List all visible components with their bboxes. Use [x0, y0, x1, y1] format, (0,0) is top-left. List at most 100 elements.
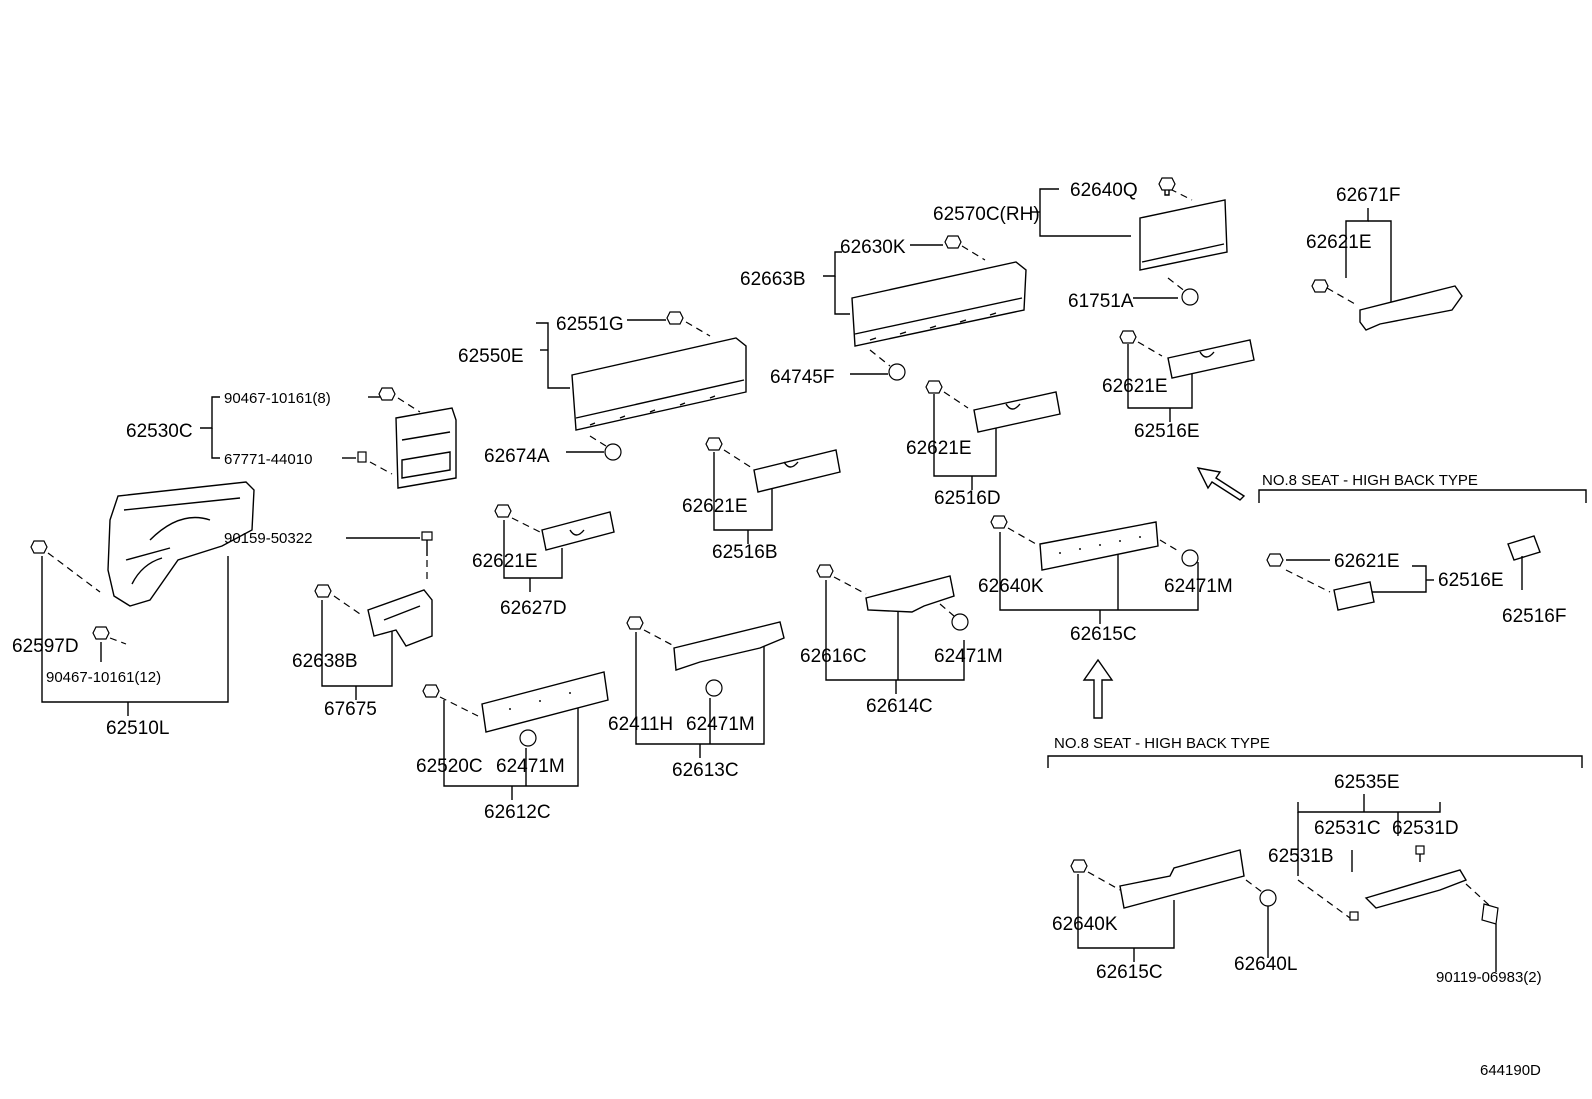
label-67675: 67675 [324, 699, 377, 720]
panel-62612C [481, 671, 609, 733]
panel-62530C [395, 407, 457, 489]
label-62621E: 62621E [906, 438, 972, 459]
trim-62627D [541, 511, 615, 551]
label-62516B: 62516B [712, 542, 778, 563]
panel-62663B [851, 261, 1027, 347]
label-62621E: 62621E [1102, 376, 1168, 397]
label-62671F: 62671F [1336, 185, 1400, 206]
group-62550E [536, 311, 747, 461]
label-62616C: 62616C [800, 646, 867, 667]
label-62621E: 62621E [472, 551, 538, 572]
label-62516E: 62516E [1438, 570, 1504, 591]
clip-icon [1311, 279, 1329, 293]
bracket-67675 [367, 589, 433, 647]
group-67675 [314, 531, 433, 700]
clip-icon [925, 380, 943, 394]
clip-67771-icon [357, 451, 367, 463]
label-90467-10161-8: 90467-10161(8) [224, 390, 331, 407]
clip-61751A-icon [1181, 288, 1199, 306]
clip-icon [1119, 330, 1137, 344]
label-62510L: 62510L [106, 718, 169, 739]
clip-icon [1158, 177, 1176, 196]
bolt-icon [421, 531, 433, 541]
group-62627D [494, 504, 615, 592]
clip-62674A-icon [604, 443, 622, 461]
group-62615C-upper [990, 515, 1199, 624]
clip-icon [816, 564, 834, 578]
clip-icon [422, 684, 440, 698]
label-62531B: 62531B [1268, 846, 1334, 867]
group-62516E-seat [1258, 489, 1587, 611]
group-62614C [816, 564, 969, 694]
panel-62614C [865, 575, 955, 613]
clip-64745F-icon [888, 363, 906, 381]
trim-62516D [973, 391, 1061, 433]
label-62471M: 62471M [496, 756, 565, 777]
label-67771-44010: 67771-44010 [224, 451, 312, 468]
panel-62615C-lower [1119, 849, 1245, 909]
clip-icon [92, 626, 110, 640]
label-62530C: 62530C [126, 421, 193, 442]
group-62570C [1031, 177, 1228, 306]
label-62531C: 62531C [1314, 818, 1381, 839]
group-62613C [626, 616, 785, 758]
label-62411H: 62411H [608, 714, 673, 735]
label-62516F: 62516F [1502, 606, 1566, 627]
label-62570C: 62570C(RH) [933, 204, 1040, 225]
clip-icon [1266, 553, 1284, 567]
clip-62471M-icon [951, 613, 969, 631]
label-62471M: 62471M [1164, 576, 1233, 597]
label-62615C: 62615C [1096, 962, 1163, 983]
clip-icon [990, 515, 1008, 529]
label-62471M: 62471M [934, 646, 1003, 667]
label-62640K: 62640K [1052, 914, 1118, 935]
clip-icon [314, 584, 332, 598]
panel-62613C [673, 621, 785, 671]
label-62612C: 62612C [484, 802, 551, 823]
label-62615C: 62615C [1070, 624, 1137, 645]
label-62640K: 62640K [978, 576, 1044, 597]
label-62640Q: 62640Q [1070, 180, 1138, 201]
note-seat-bottom: NO.8 SEAT - HIGH BACK TYPE [1054, 735, 1270, 752]
group-62510L [30, 481, 255, 716]
label-62516D: 62516D [934, 488, 1001, 509]
bolt-icon [1481, 903, 1499, 925]
label-62674A: 62674A [484, 446, 550, 467]
label-62613C: 62613C [672, 760, 739, 781]
arrow-up-icon [1082, 658, 1114, 719]
clip-62471M-icon [705, 679, 723, 697]
trim-62516E-seat [1333, 581, 1375, 611]
clip-icon [378, 387, 396, 401]
trim-62671F [1359, 285, 1463, 331]
clip-62640L-icon [1259, 889, 1277, 907]
group-62612C [422, 671, 609, 800]
arrow-up-right-icon [1196, 467, 1246, 501]
label-62520C: 62520C [416, 756, 483, 777]
diagram-id: 644190D [1480, 1062, 1541, 1079]
label-90467-10161-12: 90467-10161(12) [46, 669, 161, 686]
clip-62471M-icon [519, 729, 537, 747]
clip-62531D-icon [1415, 845, 1425, 855]
label-62640L: 62640L [1234, 954, 1297, 975]
panel-62510L [107, 481, 255, 607]
group-62516D [925, 380, 1061, 490]
label-62471M: 62471M [686, 714, 755, 735]
label-62621E: 62621E [1306, 232, 1372, 253]
clip-62471M-icon [1181, 549, 1199, 567]
group-62516E-upper [1119, 330, 1255, 422]
label-62638B: 62638B [292, 651, 358, 672]
trim-62516E [1167, 339, 1255, 379]
label-62630K: 62630K [840, 237, 906, 258]
clip-icon [494, 504, 512, 518]
trim-62516B [753, 449, 841, 493]
label-62621E: 62621E [1334, 551, 1400, 572]
group-62671F [1311, 208, 1463, 331]
trim-62516F [1507, 535, 1541, 561]
group-62530C [200, 387, 457, 489]
label-61751A: 61751A [1068, 291, 1134, 312]
label-62621E: 62621E [682, 496, 748, 517]
label-64745F: 64745F [770, 367, 834, 388]
label-62550E: 62550E [458, 346, 524, 367]
label-62551G: 62551G [556, 314, 624, 335]
label-90119-06983: 90119-06983(2) [1436, 969, 1542, 986]
